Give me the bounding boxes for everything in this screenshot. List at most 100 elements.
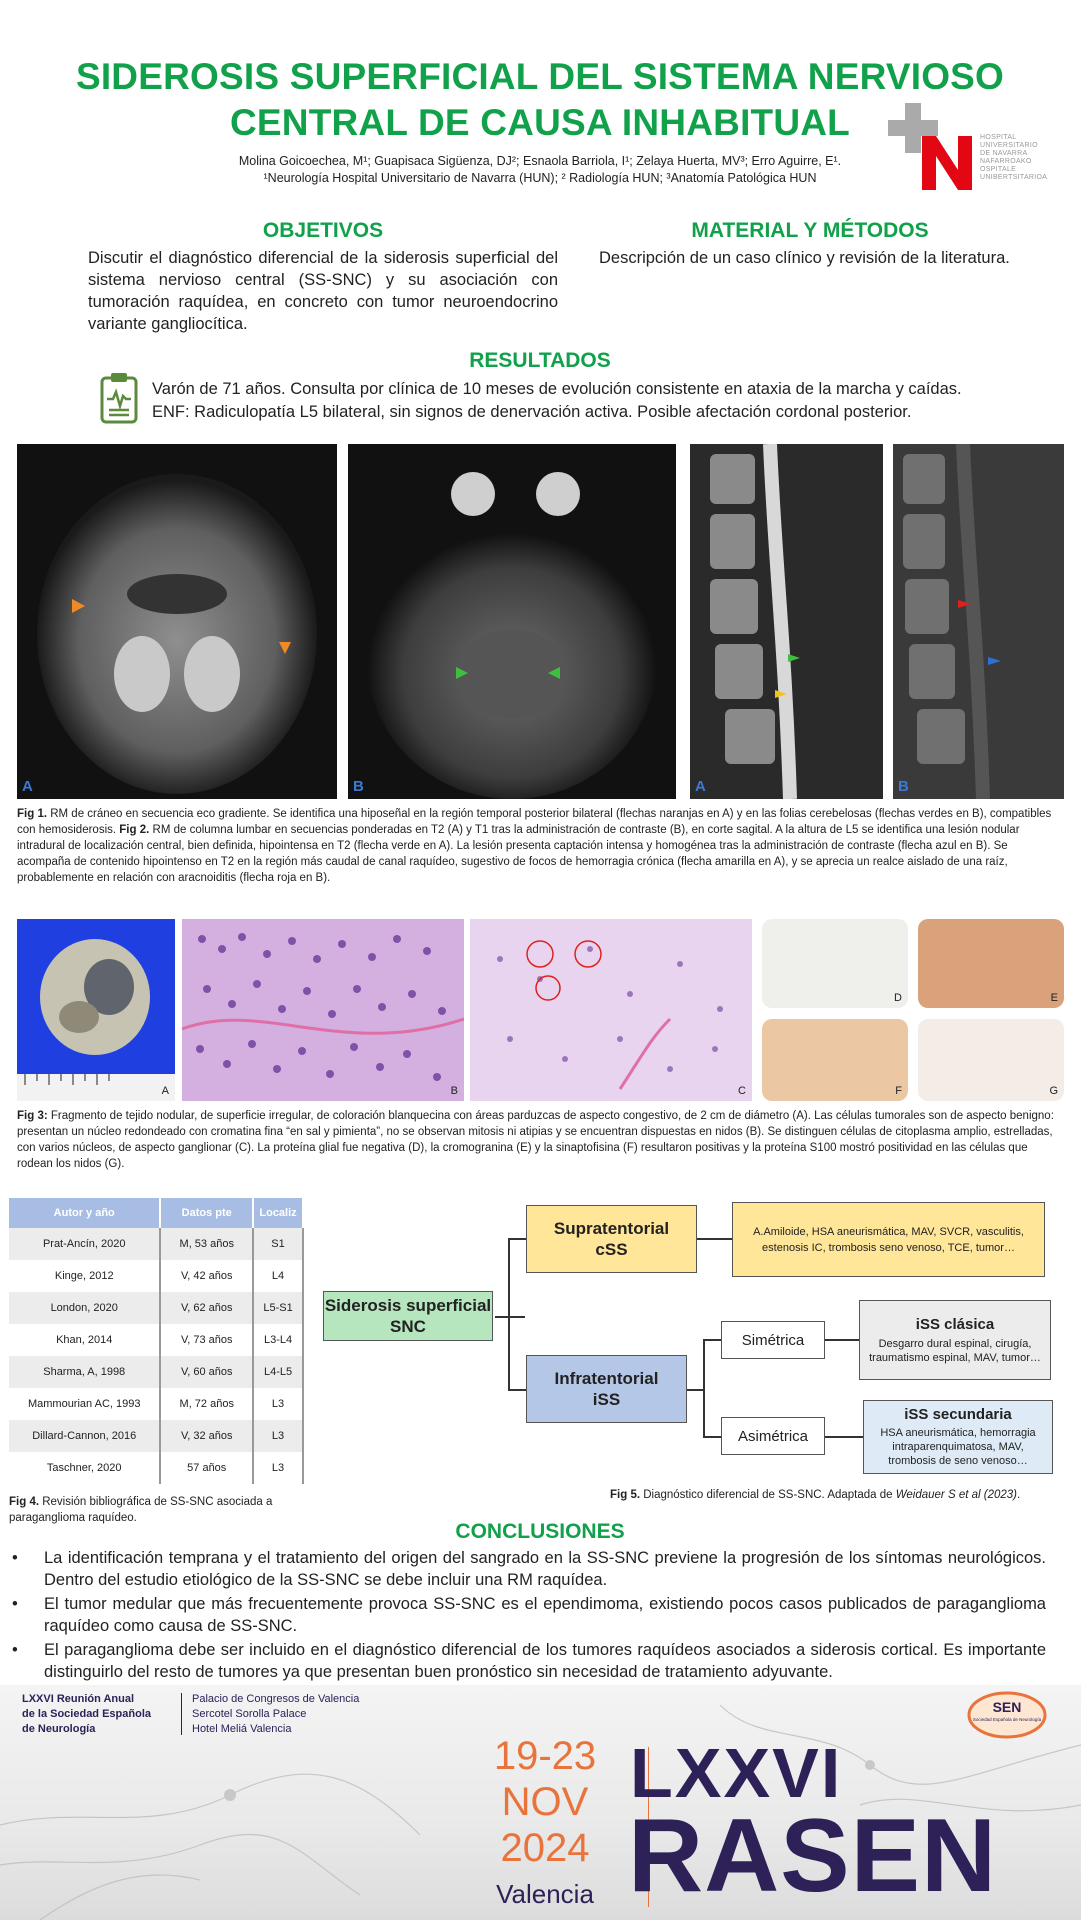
venue-list: Palacio de Congresos de Valencia Sercote… [192,1692,359,1737]
histology-g: G [918,1019,1064,1101]
literature-table: Autor y año Datos pte Localiz Prat-Ancín… [9,1198,304,1484]
bullet-icon: • [12,1595,18,1613]
fig1-text: RM de cráneo en secuencia eco gradiente.… [17,808,1052,836]
diagram-supratentorial: Supratentorial cSS [526,1205,697,1273]
fig5-label: Fig 5. [610,1489,641,1501]
meeting-line: LXXVI Reunión Anual [22,1693,135,1705]
histology-c: C [470,919,752,1101]
fig1-label: Fig 1. [17,808,48,820]
objetivos-heading: OBJETIVOS [262,219,384,242]
conclusiones-heading: CONCLUSIONES [455,1520,625,1543]
venue-line: Palacio de Congresos de Valencia [192,1693,360,1705]
histology-b: B [182,919,464,1101]
conclusion-text: La identificación temprana y el tratamie… [44,1549,1046,1589]
fig5-reference: Weidauer S et al (2023) [895,1489,1017,1501]
objetivos-text: Discutir el diagnóstico diferencial de l… [88,249,558,333]
logo-line: HOSPITAL [980,134,1017,141]
title-line-1: SIDEROSIS SUPERFICIAL DEL SISTEMA NERVIO… [75,56,1005,97]
authors-names: Molina Goicoechea, M¹; Guapisaca Sigüenz… [238,154,842,168]
diagram-root: Siderosis superficial SNC [323,1291,493,1341]
conclusion-text: El paraganglioma debe ser incluido en el… [44,1641,1046,1681]
table-cell: V, 32 años [160,1420,255,1452]
conclusion-text: El tumor medular que más frecuentemente … [44,1595,1046,1635]
clasica-title: iSS clásica [915,1315,995,1333]
logo-line: UNIVERSITARIO [980,142,1038,149]
table-cell: V, 60 años [160,1356,255,1388]
brand-lxxvi: LXXVI [630,1734,843,1812]
histology-e: E [918,919,1064,1008]
table-cell: L3 [253,1420,304,1452]
table-cell: V, 42 años [160,1260,255,1292]
table-cell: London, 2020 [9,1292,162,1324]
histo-letter: F [895,1085,902,1097]
congress-city: Valencia [496,1879,594,1909]
secundaria-title: iSS secundaria [904,1406,1012,1423]
congress-dates: 19-23 NOV 2024 [470,1733,620,1871]
venue-line: Hotel Meliá Valencia [192,1723,292,1735]
table-cell: L4-L5 [253,1356,304,1388]
list-item: • El paraganglioma debe ser incluido en … [12,1639,1046,1683]
fig5-caption: Fig 5. Diagnóstico diferencial de SS-SNC… [610,1487,1070,1503]
table-header: Autor y año [9,1198,162,1228]
table-cell: Kinge, 2012 [9,1260,162,1292]
mri-letter: A [695,778,706,795]
mri-letter: A [22,778,33,795]
footer-divider [181,1693,182,1735]
list-item: • La identificación temprana y el tratam… [12,1547,1046,1591]
resultados-heading: RESULTADOS [469,349,611,372]
table-cell: L3-L4 [253,1324,304,1356]
histo-letter: E [1050,992,1058,1004]
table-cell: L3 [253,1452,304,1484]
table-cell: Sharma, A, 1998 [9,1356,162,1388]
fig2-text: RM de columna lumbar en secuencias ponde… [17,824,1020,884]
meeting-line: de Neurología [22,1723,96,1735]
diagram-asimetrica: Asimétrica [721,1417,825,1455]
logo-line: OSPITALE [980,166,1017,173]
poster-title: SIDEROSIS SUPERFICIAL DEL SISTEMA NERVIO… [60,54,1020,146]
date-line: 19-23 [493,1734,597,1778]
hospital-n-logo [922,136,972,190]
logo-line: DE NAVARRA [980,150,1028,157]
histology-f: F [762,1019,908,1101]
brain-mri-b: B [348,444,676,799]
sen-logo-icon [967,1691,1047,1739]
table-header-row: Autor y año Datos pte Localiz [9,1198,304,1228]
logo-line: UNIBERTSITARIOA [980,174,1048,181]
authors-block: Molina Goicoechea, M¹; Guapisaca Sigüenz… [150,153,930,187]
diagram-clasica: iSS clásica Desgarro dural espinal, ciru… [859,1300,1051,1380]
histo-letter: C [738,1085,746,1097]
logo-line: NAFARROAKO [980,158,1032,165]
diagram-simetrica: Simétrica [721,1321,825,1359]
table-header: Localiz [253,1198,304,1228]
meeting-name: LXXVI Reunión Anual de la Sociedad Españ… [22,1692,151,1737]
authors-affiliations: ¹Neurología Hospital Universitario de Na… [263,171,817,185]
fig1-caption: Fig 1. RM de cráneo en secuencia eco gra… [17,806,1064,886]
fig2-label: Fig 2. [119,824,150,836]
table-cell: V, 73 años [160,1324,255,1356]
material-heading: MATERIAL Y MÉTODOS [691,219,929,242]
spine-mri-b: B [893,444,1064,799]
histo-letter: D [894,992,902,1004]
congress-banner: LXXVI Reunión Anual de la Sociedad Españ… [0,1685,1081,1920]
table-cell: Mammourian AC, 1993 [9,1388,162,1420]
table-cell: Taschner, 2020 [9,1452,162,1484]
table-cell: Prat-Ancín, 2020 [9,1228,162,1260]
bullet-icon: • [12,1549,18,1567]
hospital-logo-text: HOSPITAL UNIVERSITARIO DE NAVARRA NAFARR… [980,134,1047,182]
secundaria-text: HSA aneurismática, hemorragia intraparen… [880,1427,1036,1467]
mri-letter: B [353,778,364,795]
fig5-text: Diagnóstico diferencial de SS-SNC. Adapt… [640,1489,896,1501]
table-cell: Dillard-Cannon, 2016 [9,1420,162,1452]
histo-letter: B [450,1085,458,1097]
hospital-cross-logo [888,103,938,153]
meeting-line: de la Sociedad Española [22,1708,151,1720]
fig5-end: . [1017,1489,1021,1501]
conclusiones-list: • La identificación temprana y el tratam… [12,1547,1046,1683]
clasica-text: Desgarro dural espinal, cirugía, traumat… [869,1337,1041,1364]
table-cell: M, 72 años [160,1388,255,1420]
histology-d: D [762,919,908,1008]
resultados-line-2: ENF: Radiculopatía L5 bilateral, sin sig… [152,403,912,421]
